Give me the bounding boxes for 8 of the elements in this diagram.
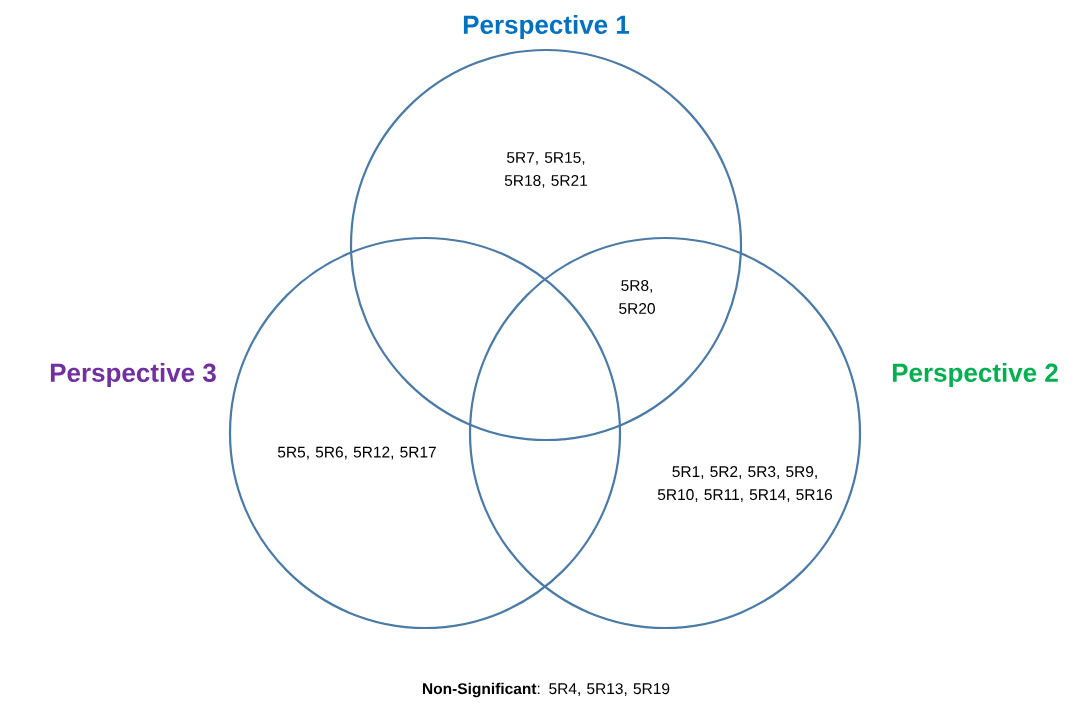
circle-heading: Perspective 1 — [463, 14, 630, 40]
region-text: 5R7, 5R15, 5R18, 5R21 — [504, 152, 587, 188]
region-text: 5R8, 5R20 — [619, 280, 655, 314]
region-text: 5R1, 5R2, 5R3, 5R9, 5R10, 5R11, 5R14, 5R16 — [657, 466, 833, 502]
note-text: Non-Significant: 5R4, 5R13, 5R19 — [423, 682, 670, 698]
circle-heading: Perspective 2 — [892, 362, 1058, 388]
circle-heading: Perspective 3 — [50, 362, 216, 388]
region-text: 5R5, 5R6, 5R12, 5R17 — [277, 446, 436, 460]
